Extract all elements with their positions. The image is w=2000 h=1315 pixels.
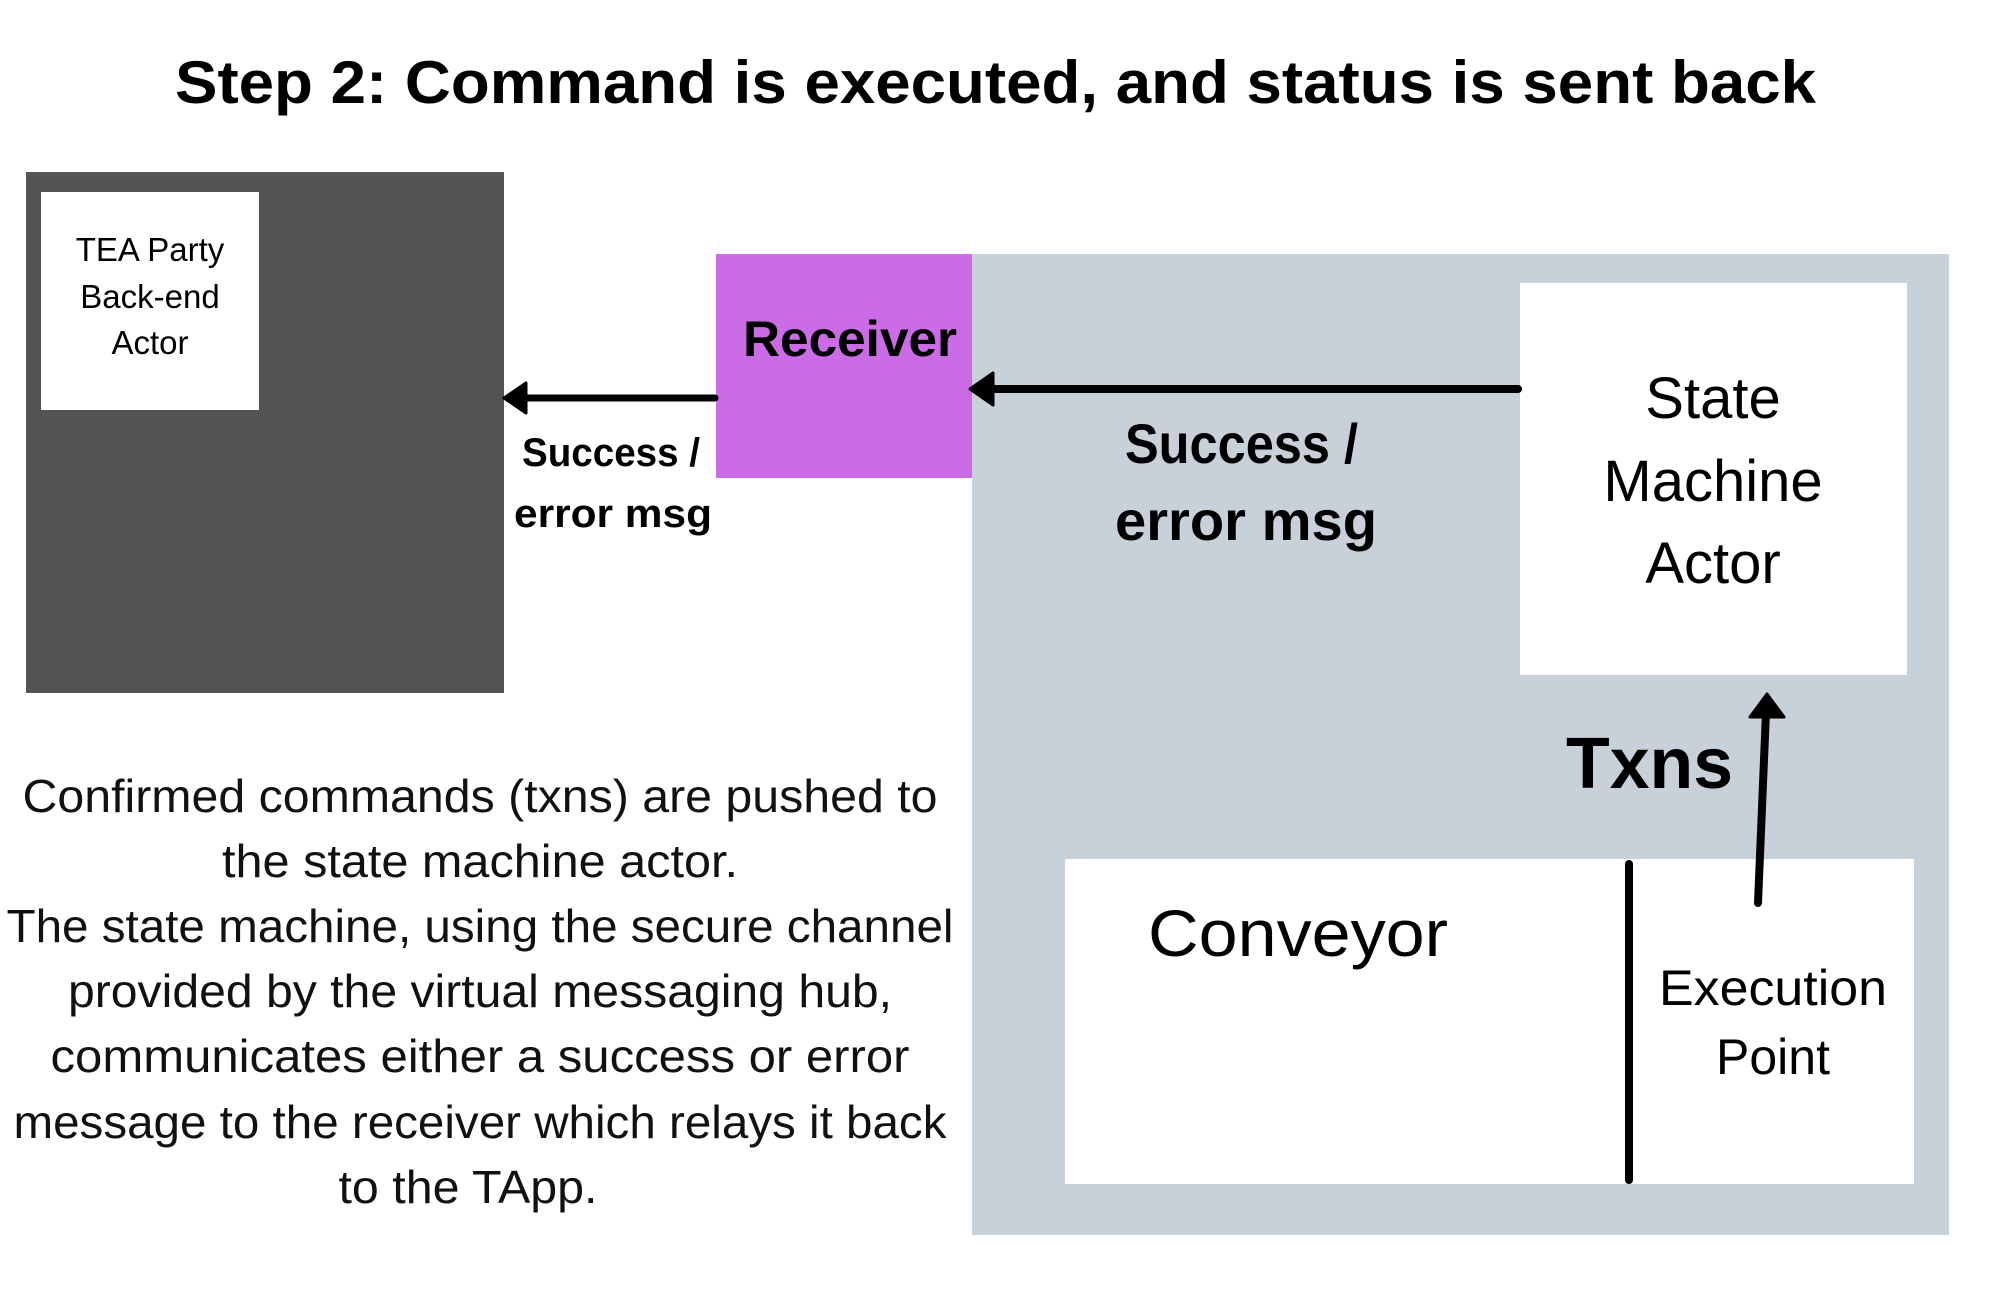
state-machine-actor-box: State Machine Actor	[1520, 283, 1907, 675]
description-line: the state machine actor.	[222, 835, 738, 887]
receiver-arrow-label-line: error msg	[1115, 489, 1377, 552]
state-machine-label-line: Machine	[1603, 449, 1822, 514]
description-line: Confirmed commands (txns) are pushed to	[23, 770, 938, 822]
state-machine-label-line: Actor	[1645, 531, 1780, 596]
execution-point-label-line: Execution	[1659, 960, 1887, 1016]
txns-label: Txns	[1566, 724, 1733, 804]
arrow-left-icon	[502, 381, 528, 415]
backend-actor-label-line: Back-end	[80, 278, 219, 315]
backend-arrow-label-line: error msg	[514, 492, 712, 536]
description-line: message to the receiver which relays it …	[14, 1096, 948, 1148]
arrow-up-icon	[1748, 692, 1786, 719]
arrow-state-machine-to-receiver	[968, 371, 1522, 407]
description-paragraph: Confirmed commands (txns) are pushed to …	[7, 770, 954, 1213]
backend-actor-box	[41, 192, 259, 410]
state-machine-label-line: State	[1645, 366, 1780, 431]
conveyor-bg	[1065, 859, 1914, 1184]
arrow-receiver-to-backend	[502, 381, 719, 415]
receiver-box: Receiver	[716, 254, 972, 478]
description-line: communicates either a success or error	[51, 1030, 910, 1082]
description-line: provided by the virtual messaging hub,	[68, 965, 892, 1017]
backend-arrow-label-line: Success /	[522, 431, 700, 475]
description-line: The state machine, using the secure chan…	[7, 900, 954, 952]
conveyor-label: Conveyor	[1148, 896, 1448, 970]
backend-actor-label-line: Actor	[111, 324, 188, 361]
receiver-arrow-label-line: Success /	[1125, 412, 1358, 475]
arrow-line	[1754, 708, 1770, 907]
conveyor-box: Conveyor Execution Point	[1065, 859, 1914, 1184]
receiver-bg	[716, 254, 972, 478]
backend-panel: TEA Party Back-end Actor	[26, 172, 504, 693]
state-machine-bg	[1520, 283, 1907, 675]
execution-point-label-line: Point	[1716, 1029, 1830, 1085]
arrow-left-icon	[968, 371, 995, 407]
diagram-title: Step 2: Command is executed, and status …	[175, 49, 1817, 116]
description-line: to the TApp.	[339, 1161, 598, 1213]
receiver-label: Receiver	[743, 311, 957, 367]
arrow-txns-up	[1748, 692, 1786, 907]
backend-actor-label-line: TEA Party	[76, 231, 225, 268]
